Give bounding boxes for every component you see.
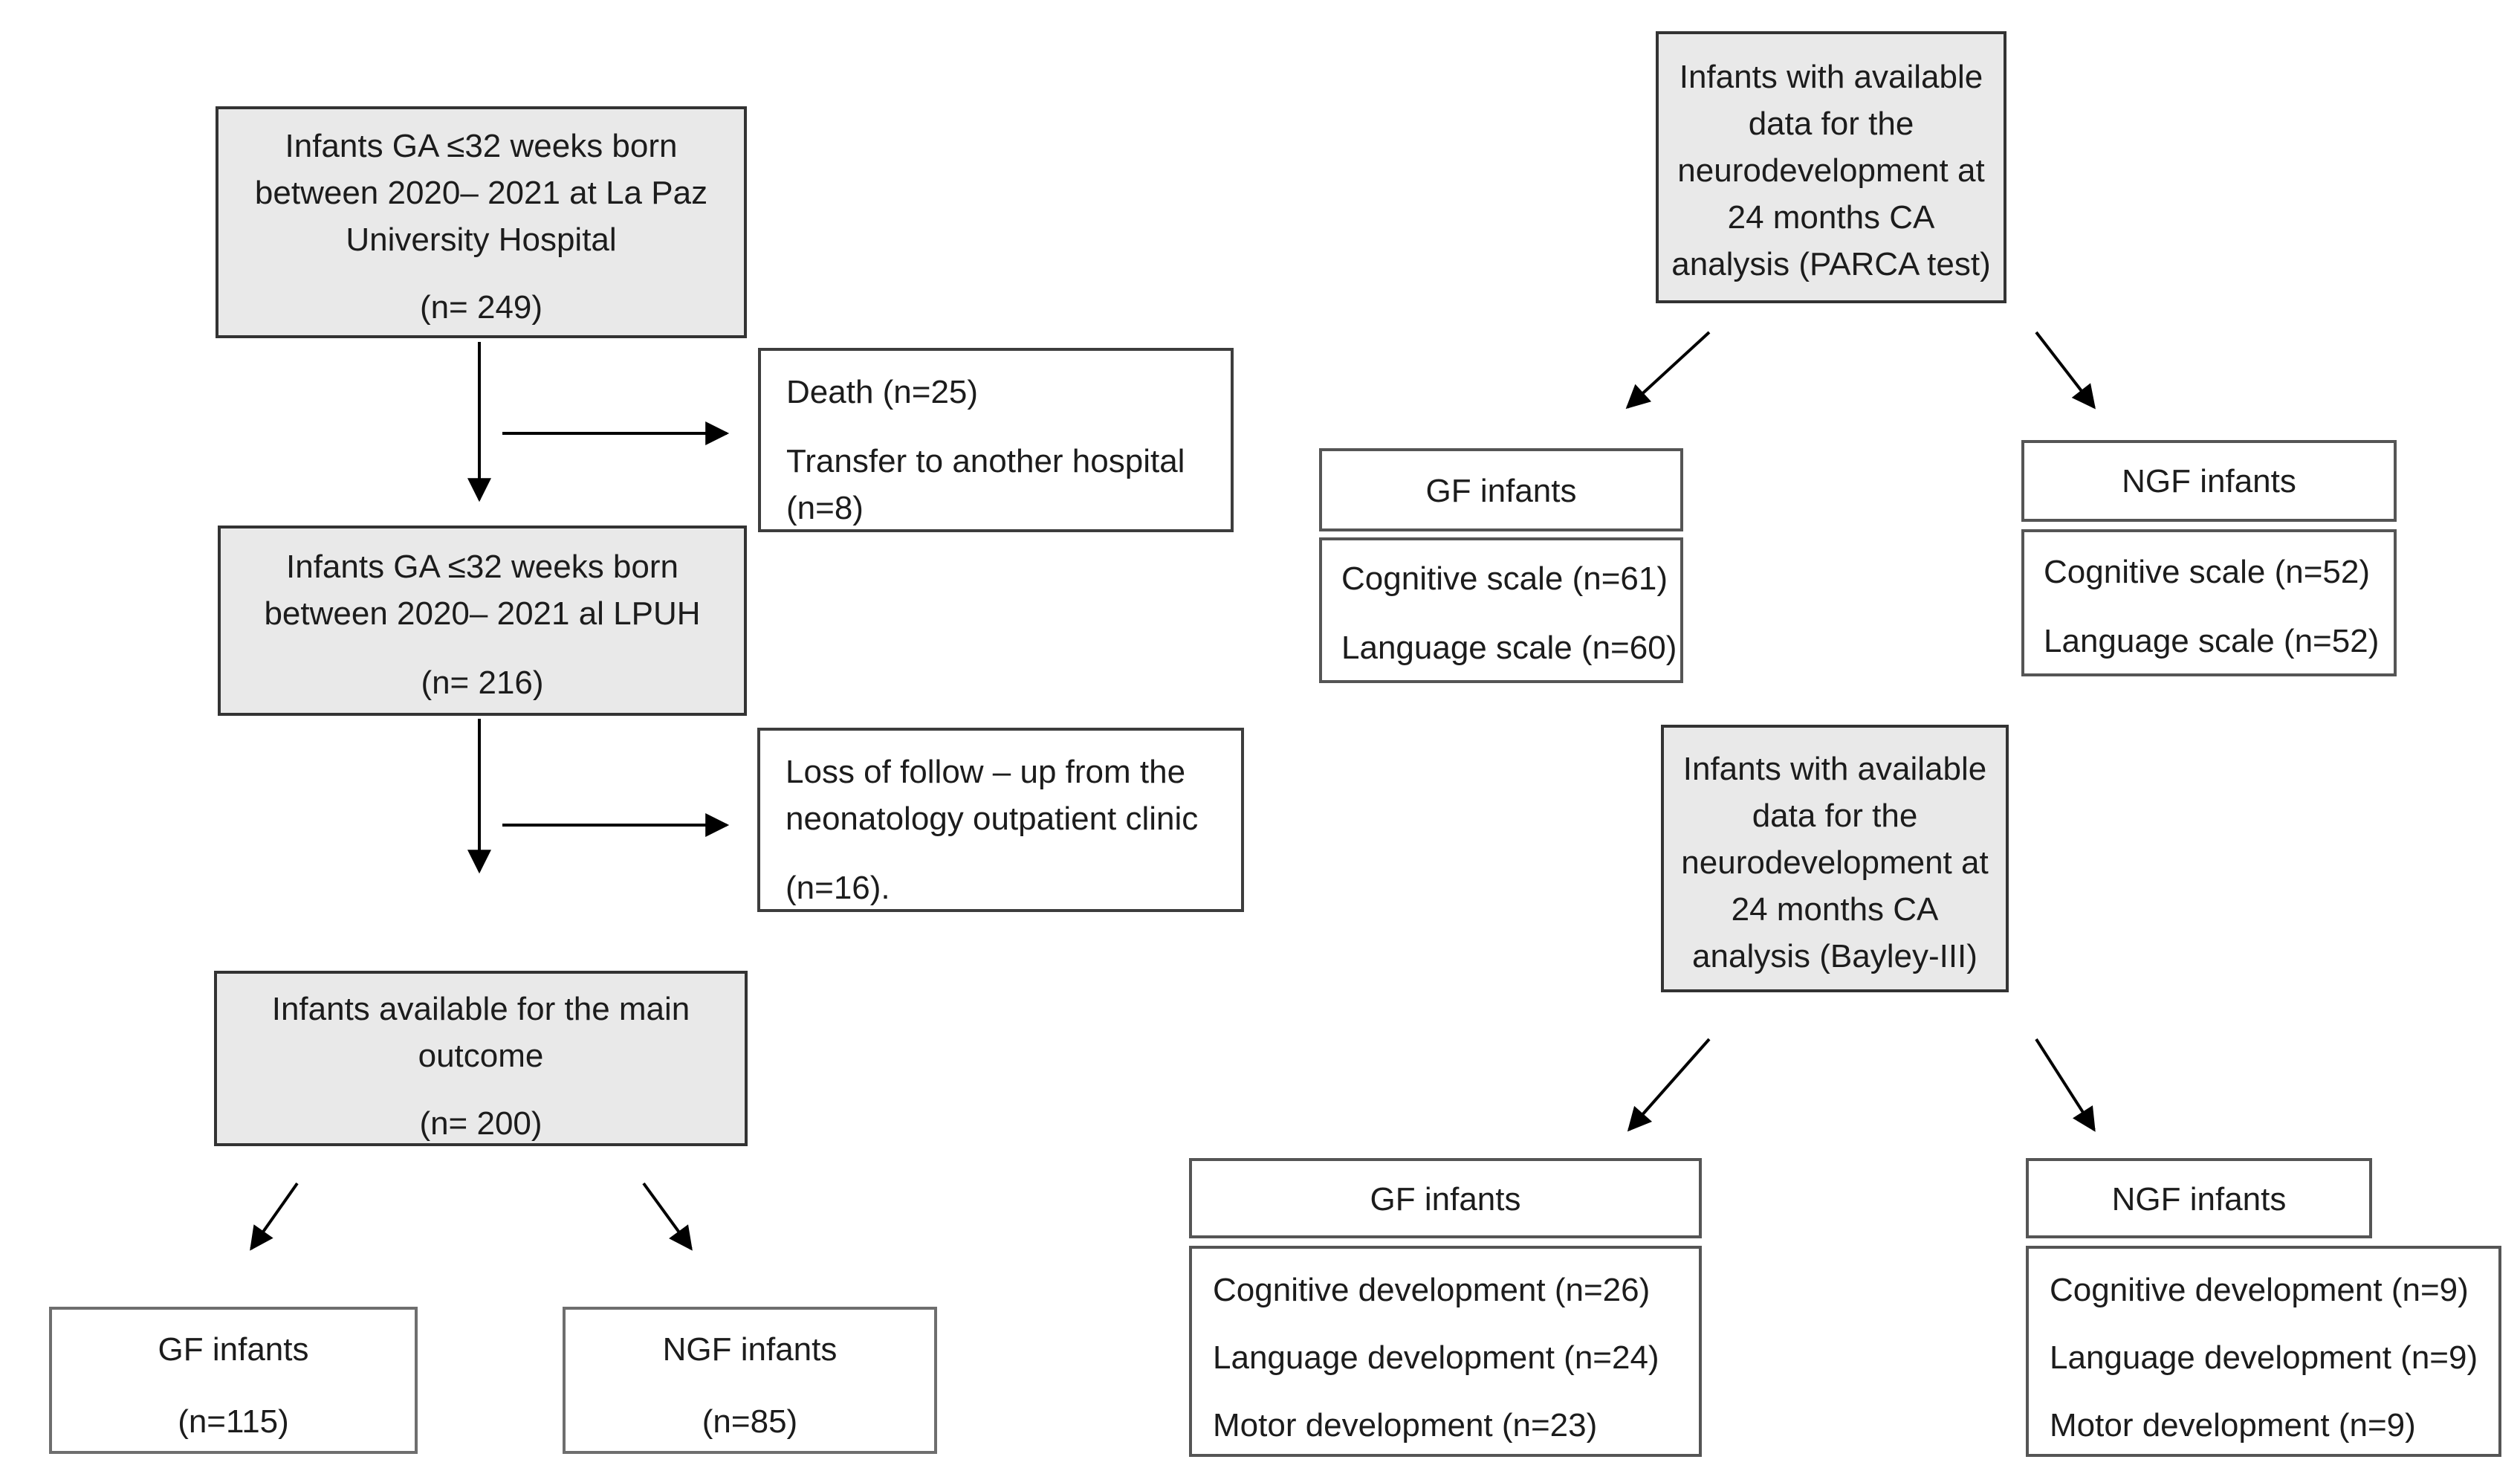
box-bayley-gf-development: Cognitive development (n=26) Language de… — [1189, 1246, 1702, 1457]
box-title: NGF infants — [2111, 1181, 2287, 1218]
box-text-line: neonatology outpatient clinic — [786, 801, 1199, 837]
box-gf-infants-main: GF infants (n=115) — [49, 1307, 418, 1454]
box-text-line: Infants with available — [1679, 59, 1983, 95]
box-n-count: (n= 216) — [421, 665, 544, 701]
box-text-line: outcome — [418, 1038, 544, 1074]
box-text-line: Language scale (n=60) — [1341, 630, 1677, 666]
box-bayley-analysis: Infants with available data for the neur… — [1661, 725, 2009, 992]
box-title: NGF infants — [2122, 463, 2296, 500]
box-n-count: (n= 200) — [419, 1105, 542, 1142]
box-text-line: Cognitive development (n=9) — [2050, 1272, 2469, 1308]
box-text-line: Cognitive development (n=26) — [1213, 1272, 1651, 1308]
box-title: GF infants — [1370, 1181, 1521, 1218]
box-n-count: (n=8) — [786, 490, 864, 526]
box-text-line: Motor development (n=23) — [1213, 1407, 1598, 1443]
box-text-line: Language scale (n=52) — [2044, 623, 2380, 659]
arrow-outcome-to-ngf — [642, 1182, 693, 1251]
box-text-line: analysis (Bayley-III) — [1692, 938, 1978, 974]
box-cohort-216: Infants GA ≤32 weeks born between 2020– … — [218, 526, 747, 716]
box-text-line: analysis (PARCA test) — [1671, 246, 1991, 282]
box-text-line: between 2020– 2021 at La Paz — [254, 175, 708, 211]
box-text-line: Cognitive scale (n=61) — [1341, 560, 1668, 597]
box-bayley-ngf-header: NGF infants — [2026, 1158, 2372, 1238]
box-text-line: Infants GA ≤32 weeks born — [285, 128, 678, 164]
box-text-line: Transfer to another hospital — [786, 443, 1185, 479]
box-text-line: Language development (n=9) — [2050, 1339, 2478, 1376]
box-text-line: Infants available for the main — [271, 991, 690, 1027]
arrow-bayley-to-gf — [1627, 1038, 1711, 1132]
box-bayley-ngf-development: Cognitive development (n=9) Language dev… — [2026, 1246, 2501, 1457]
box-text-line: data for the — [1752, 798, 1918, 834]
box-title: GF infants — [158, 1331, 309, 1368]
box-exclusion-loss-followup: Loss of follow – up from the neonatology… — [757, 728, 1244, 912]
box-text-line: 24 months CA — [1731, 891, 1939, 928]
box-text-line: Infants with available — [1682, 751, 1987, 787]
box-parca-gf-scales: Cognitive scale (n=61) Language scale (n… — [1319, 537, 1683, 683]
box-title: NGF infants — [662, 1331, 838, 1368]
box-n-count: (n=115) — [178, 1403, 289, 1440]
box-bayley-gf-header: GF infants — [1189, 1158, 1702, 1238]
box-n-count: (n=16). — [786, 870, 890, 906]
box-ngf-infants-main: NGF infants (n=85) — [563, 1307, 937, 1454]
arrow-parca-to-gf — [1625, 331, 1711, 410]
box-text-line: Cognitive scale (n=52) — [2044, 554, 2371, 590]
arrow-parca-to-ngf — [2035, 331, 2096, 410]
box-parca-ngf-header: NGF infants — [2021, 440, 2397, 522]
box-text-line: neurodevelopment at — [1681, 844, 1989, 881]
box-text-line: Death (n=25) — [786, 374, 979, 410]
box-text-line: University Hospital — [346, 222, 617, 258]
box-text-line: 24 months CA — [1727, 199, 1935, 236]
box-n-count: (n= 249) — [419, 289, 543, 326]
box-title: GF infants — [1425, 473, 1577, 509]
arrow-outcome-to-gf — [250, 1182, 299, 1251]
box-text-line: Infants GA ≤32 weeks born — [286, 549, 678, 585]
box-text-line: data for the — [1748, 106, 1914, 142]
box-text-line: Loss of follow – up from the — [786, 754, 1186, 790]
box-text-line: between 2020– 2021 al LPUH — [264, 595, 701, 632]
arrow-bayley-to-ngf — [2035, 1038, 2096, 1132]
box-cohort-249: Infants GA ≤32 weeks born between 2020– … — [216, 106, 747, 338]
box-n-count: (n=85) — [702, 1403, 798, 1440]
box-exclusion-death-transfer: Death (n=25) Transfer to another hospita… — [758, 348, 1234, 532]
box-text-line: Motor development (n=9) — [2050, 1407, 2416, 1443]
box-text-line: Language development (n=24) — [1213, 1339, 1659, 1376]
box-outcome-200: Infants available for the main outcome (… — [214, 971, 748, 1146]
box-text-line: neurodevelopment at — [1677, 152, 1985, 189]
box-parca-gf-header: GF infants — [1319, 448, 1683, 531]
box-parca-analysis: Infants with available data for the neur… — [1656, 31, 2006, 303]
box-parca-ngf-scales: Cognitive scale (n=52) Language scale (n… — [2021, 529, 2397, 676]
